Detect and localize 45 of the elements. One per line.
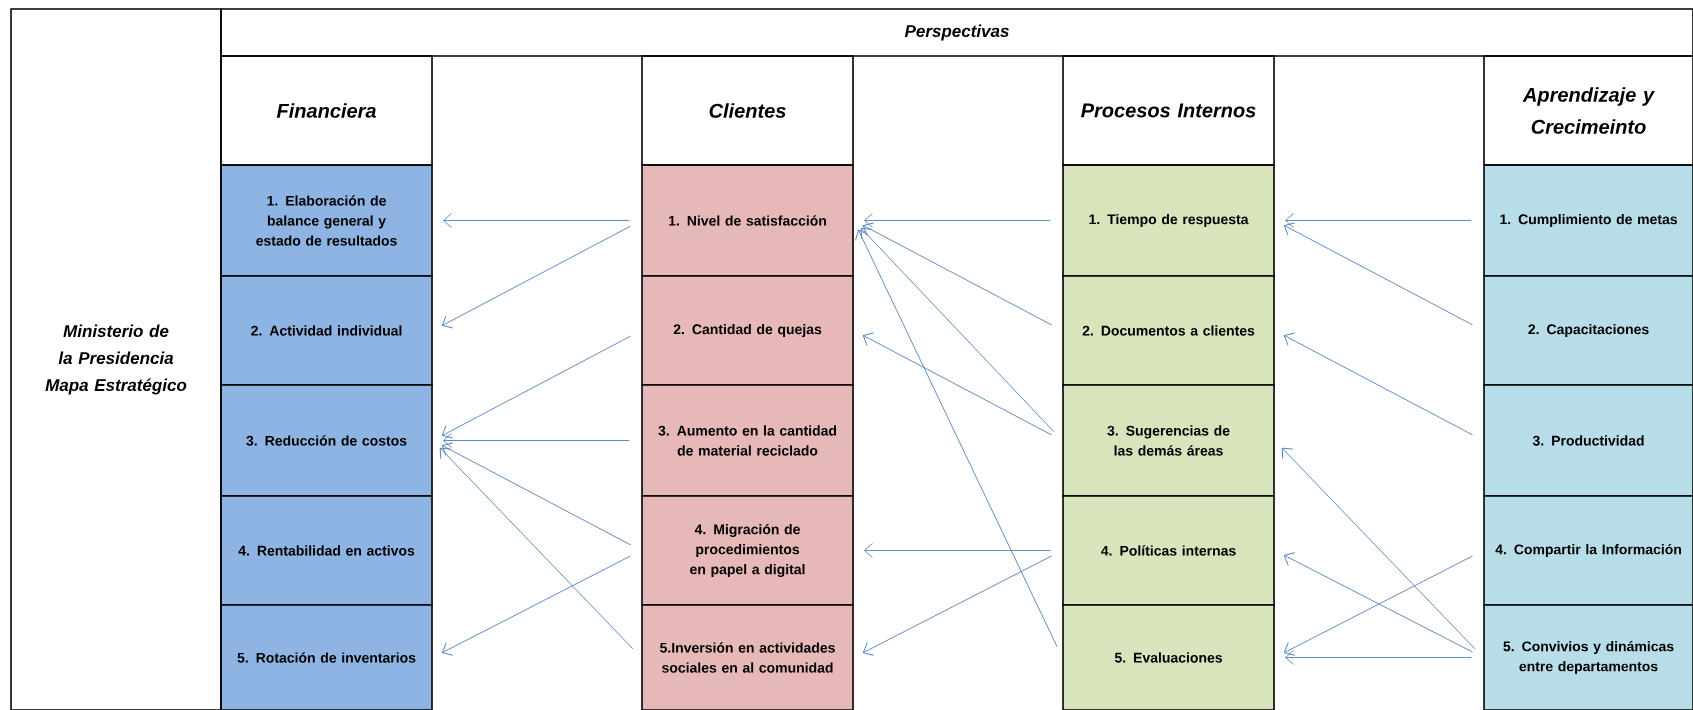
strategy-cell: 5. Evaluaciones xyxy=(1062,604,1275,710)
column-heading-cell: Clientes xyxy=(641,55,854,166)
strategy-cell: 4. Políticas internas xyxy=(1062,495,1275,606)
arrow xyxy=(441,335,632,439)
strategy-cell: 3. Productividad xyxy=(1483,384,1693,497)
arrow xyxy=(855,229,1058,648)
arrow xyxy=(862,555,1052,656)
strategy-cell: 1. Nivel de satisfacción xyxy=(641,164,854,277)
arrow xyxy=(862,222,1053,326)
arrow xyxy=(443,433,630,448)
row-heading-cell: Ministerio de la Presidencia Mapa Estratégico xyxy=(10,8,222,710)
strategy-cell: 1. Tiempo de respuesta xyxy=(1062,164,1275,277)
strategy-cell: 5. Rotación de inventarios xyxy=(220,604,433,710)
arrow xyxy=(441,442,632,546)
column-heading-cell: Aprendizaje y Crecimeinto xyxy=(1483,55,1693,166)
arrow xyxy=(864,543,1051,558)
arrow xyxy=(1285,213,1472,228)
strategy-cell: 3. Sugerencias de las demás áreas xyxy=(1062,384,1275,497)
strategy-cell: 1. Cumplimiento de metas xyxy=(1483,164,1693,277)
arrow xyxy=(1283,332,1474,436)
strategy-cell: 5. Convivios y dinámicas entre departamentos xyxy=(1483,604,1693,710)
arrow xyxy=(862,332,1053,436)
strategy-cell: 1. Elaboración de balance general y estado de resultados xyxy=(220,164,433,277)
title-cell: Perspectivas xyxy=(220,8,1693,57)
strategy-cell: 4. Rentabilidad en activos xyxy=(220,495,433,606)
strategy-cell: 3. Reducción de costos xyxy=(220,384,433,497)
column-heading-cell: Procesos Internos xyxy=(1062,55,1275,166)
arrow xyxy=(1285,650,1472,665)
strategy-cell: 2. Capacitaciones xyxy=(1483,275,1693,386)
strategy-cell: 2. Documentos a clientes xyxy=(1062,275,1275,386)
arrow xyxy=(864,213,1051,228)
arrow xyxy=(443,213,630,228)
arrow xyxy=(860,227,1055,433)
strategy-cell: 5.Inversión en actividades sociales en al comunidad xyxy=(641,604,854,710)
arrow xyxy=(1281,447,1476,650)
strategy-cell: 4. Compartir la Información xyxy=(1483,495,1693,606)
arrow xyxy=(441,225,632,329)
strategy-cell: 2. Actividad individual xyxy=(220,275,433,386)
arrow xyxy=(441,555,631,656)
strategy-cell: 2. Cantidad de quejas xyxy=(641,275,854,386)
column-heading-cell: Financiera xyxy=(220,55,433,166)
arrow xyxy=(439,447,634,650)
strategy-cell: 4. Migración de procedimientos en papel a digital xyxy=(641,495,854,606)
arrow xyxy=(1283,222,1474,326)
strategy-cell: 3. Aumento en la cantidad de material reciclado xyxy=(641,384,854,497)
